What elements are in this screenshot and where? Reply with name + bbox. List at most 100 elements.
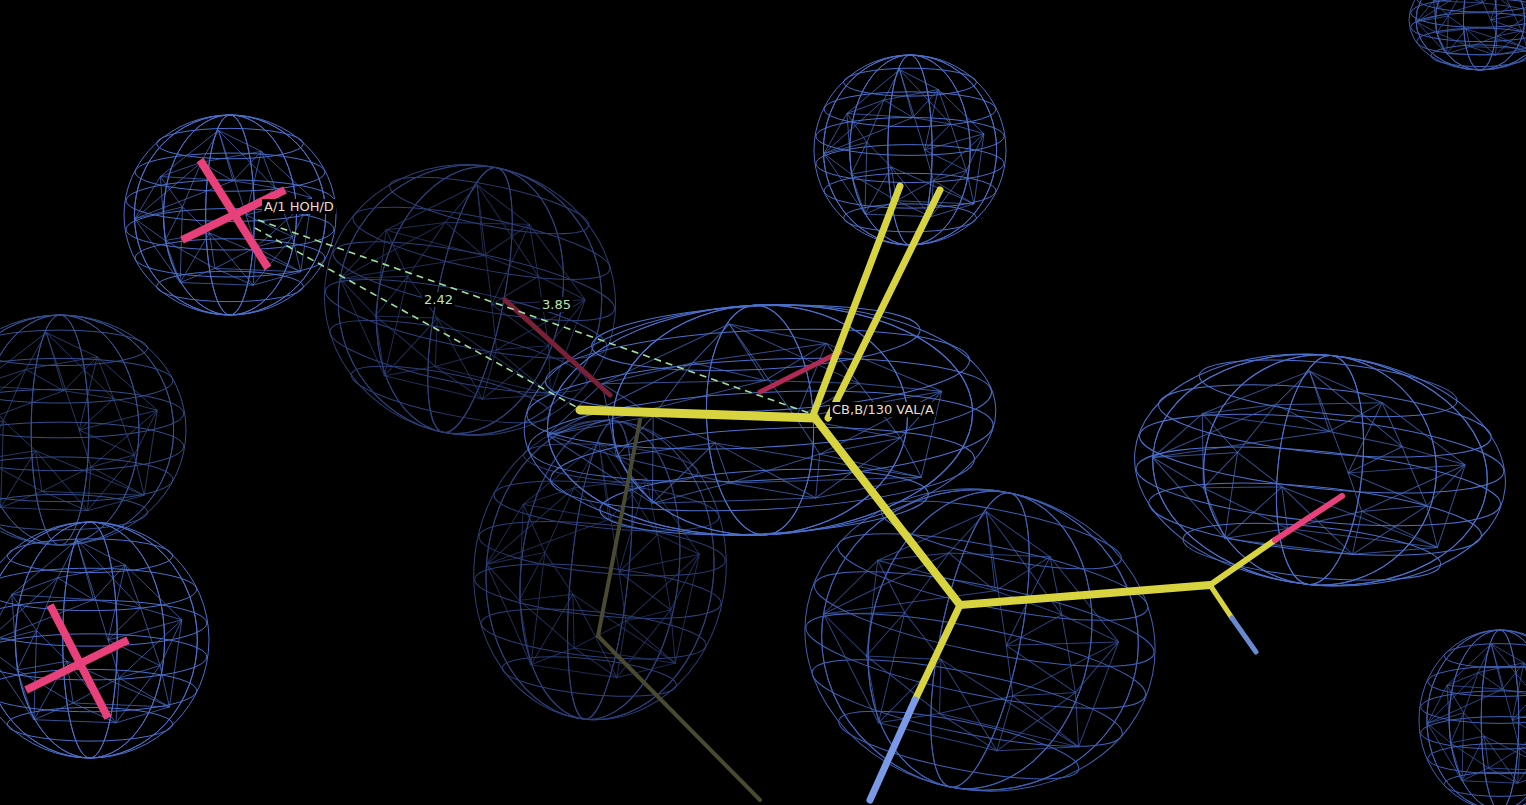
mesh-line [832,516,1154,639]
mesh-line [135,153,325,191]
mesh-line [1416,0,1526,70]
mesh-line [614,546,699,627]
next-bond [1232,618,1256,652]
mesh-line [526,381,995,492]
mesh-blob [460,408,741,732]
mesh-line [1484,736,1526,783]
mesh-line [824,154,865,215]
mesh-line [542,295,978,546]
mesh-line [850,55,970,245]
mesh-line [46,333,97,430]
mesh-line [1197,350,1460,426]
mesh-line [1444,772,1526,796]
mesh-line [1274,392,1383,436]
mesh-line [1463,0,1496,70]
mesh-line [1276,487,1442,563]
mesh-line [1417,28,1526,55]
water-cross [182,190,285,240]
mesh-line [125,565,182,620]
mesh-line [12,540,77,595]
mesh-line [462,185,554,276]
mesh-line [1417,1,1483,22]
mesh-line [1155,372,1494,469]
mesh-line [1142,339,1499,601]
mesh-line [1267,351,1374,588]
mesh-line [1267,351,1374,588]
mesh-line [515,589,579,648]
dim-bond [505,300,610,395]
mesh-line [900,70,951,124]
mesh-line [386,169,477,246]
mesh-line [164,115,297,315]
mesh-line [108,620,182,678]
mesh-line [15,522,164,758]
mesh-line [506,413,693,727]
mesh-line [1180,514,1443,590]
mesh-line [0,315,174,545]
mesh-line [0,333,46,386]
mesh-line [519,293,1002,546]
mesh-line [795,461,1166,805]
distance-label: 2.42 [422,292,455,307]
mesh-line [844,204,977,232]
mesh-line [1491,644,1524,720]
mesh-line [851,167,896,201]
mesh-line [938,90,984,134]
mesh-line [340,204,445,297]
mesh-line [847,113,867,174]
mesh-blob [519,293,1002,546]
mesh-line [7,707,172,741]
mesh-line [180,268,253,285]
mesh-line [0,315,139,545]
mesh-line [804,614,897,723]
backbone-bond [815,418,960,605]
mesh-line [1419,630,1526,805]
distance-line [258,220,812,414]
mesh-line [530,644,619,678]
mesh-line [12,595,37,670]
mesh-line [477,564,540,665]
mesh-line [1447,685,1464,743]
bonds [505,186,1342,800]
mesh-line [556,418,643,722]
mesh-line [847,70,900,114]
mesh-line [911,485,1049,795]
atom-label: A/1 HOH/D [262,199,336,214]
mesh-line [834,697,1084,793]
mesh-line [514,504,550,602]
mesh-line [134,115,325,315]
carbonyl-bond [1275,496,1342,540]
mesh-line [1202,361,1309,424]
mesh-line [823,55,996,245]
mesh-line [1416,0,1526,70]
mesh-line [715,433,922,503]
mesh-line [1153,393,1276,469]
mesh-line [97,357,157,411]
mesh-line [135,162,201,218]
mesh-line [961,512,1056,651]
mesh-line [1345,453,1466,521]
mesh-line [884,90,938,118]
mesh-line [454,185,535,309]
mesh-line [997,680,1076,764]
mesh-line [0,369,26,434]
mesh-line [58,565,125,600]
mesh-line [1136,401,1507,507]
next-bond [1210,585,1232,618]
mesh-line [0,451,42,492]
mesh-line [574,616,679,663]
mesh-line [0,389,184,438]
mesh-line [1462,713,1484,781]
mesh-line [1287,504,1440,547]
mesh-line [1512,705,1526,749]
mesh-line [842,471,1117,805]
mesh-line [0,522,209,758]
atom-label: CB,B/130 VAL/A [830,402,936,417]
mesh-line [943,537,1050,600]
mesh-line [15,522,164,758]
mesh-line [966,134,984,204]
mesh-line [323,279,401,376]
mesh-line [926,660,1091,767]
mesh-line [160,177,182,241]
